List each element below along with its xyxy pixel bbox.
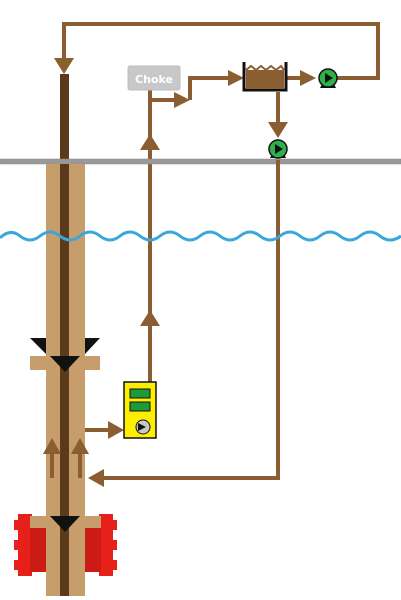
drillpipe-above-surface <box>60 74 69 162</box>
flow-arrow-down-to-pump <box>268 122 288 138</box>
pump-icon <box>268 139 288 159</box>
flow-arrow-right-to-tank <box>228 70 244 86</box>
sea-surface-wave <box>0 230 401 242</box>
choke-icon: Choke <box>127 65 181 91</box>
seabed-ground-line <box>0 158 401 165</box>
flow-arrow-up-riser-2 <box>140 134 160 150</box>
mud-return-line <box>100 160 280 480</box>
downhole-tool-icon <box>123 381 157 439</box>
return-flow-line <box>62 22 380 80</box>
flow-arrow-right-to-pump <box>300 70 316 86</box>
flow-arrow-right-to-tee <box>174 92 190 108</box>
mud-tank-icon <box>242 62 288 92</box>
annular-seal-upper <box>30 338 100 372</box>
drillpipe <box>60 164 69 596</box>
flow-arrow-up-riser-1 <box>140 310 160 326</box>
annulus-flow-arrows <box>43 438 89 478</box>
flow-arrow-down-into-drillpipe <box>54 58 74 74</box>
flow-arrow-left-into-well <box>88 469 104 487</box>
wellhead-bop <box>14 514 117 576</box>
flow-arrow-right-into-tool <box>108 421 124 439</box>
choke-label: Choke <box>135 73 173 86</box>
pump-icon <box>318 68 338 88</box>
